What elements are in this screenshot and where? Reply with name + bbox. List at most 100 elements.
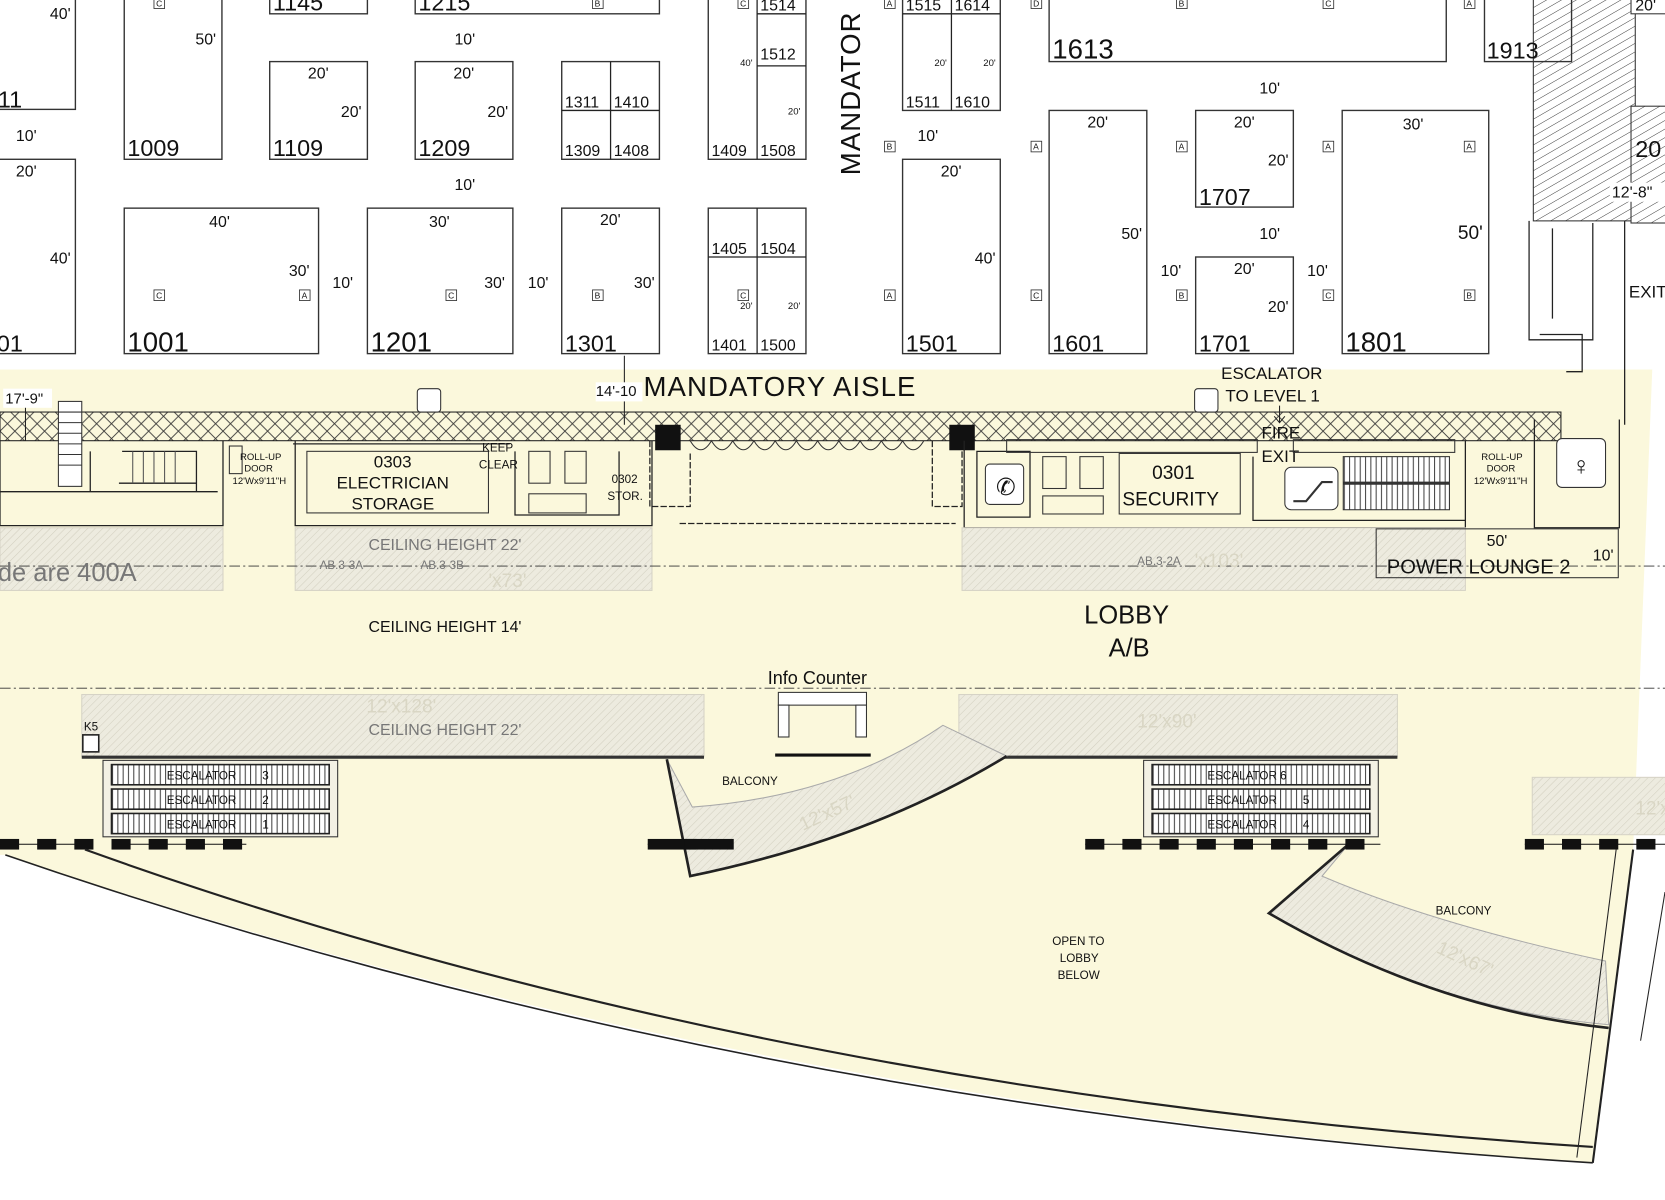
booth-1601[interactable]: 20' 50' 1601 — [1048, 109, 1148, 357]
open-to-lobby-1: OPEN TO — [1052, 935, 1104, 948]
booth-number: 1401 — [711, 337, 747, 354]
booth-number: 1409 — [711, 143, 747, 160]
escalator-label: ESCALATOR — [1207, 794, 1277, 807]
booth-1707[interactable]: 20' 20' 1707 — [1194, 109, 1295, 210]
escalator-number: 1 — [262, 818, 268, 831]
booth-1009[interactable]: 50' 1009 — [123, 0, 223, 161]
aisle-width: 10' — [1307, 263, 1328, 280]
booth-dimension: 20' — [1635, 0, 1656, 15]
booth-number: 1209 — [418, 135, 470, 161]
booth-marker-letter: C — [1033, 290, 1039, 300]
booth-marker-letter: B — [887, 142, 893, 152]
booth-marker-letter: B — [595, 0, 601, 8]
booth-number: 1701 — [1199, 331, 1251, 357]
booth-1011[interactable]: 40' 11 — [0, 0, 77, 112]
escalator-label: ESCALATOR — [1207, 818, 1277, 831]
booth-marker-letter: A — [1033, 142, 1039, 152]
booth-dimension: 30' — [289, 263, 310, 280]
booth-marker: C — [1322, 0, 1335, 9]
escalator-icon — [1284, 466, 1339, 511]
info-counter[interactable] — [775, 691, 871, 757]
power-lounge-2[interactable]: 50' 10' POWER LOUNGE 2 — [1375, 528, 1619, 579]
booth-dimension: 40' — [50, 250, 71, 267]
escalator-label: ESCALATOR — [167, 794, 237, 807]
booth-block-1515[interactable]: 1515 1614 20' 20' 1511 1610 — [901, 0, 1001, 111]
ceiling-band — [0, 527, 224, 591]
booth-number: 1504 — [760, 241, 796, 258]
aisle-width: 10' — [332, 275, 353, 292]
booth-number: 1301 — [565, 331, 617, 357]
booth-1301[interactable]: 20' 30' 1301 — [561, 207, 661, 357]
booth-number: 1614 — [955, 0, 991, 15]
ceiling-band — [961, 527, 1466, 591]
escalator-number: 2 — [262, 794, 268, 807]
room-0303-number: 0303 — [374, 452, 412, 471]
ceiling-height-14: CEILING HEIGHT 14' — [368, 619, 521, 636]
booth-marker: C — [153, 0, 166, 9]
booth-number: 1311 — [565, 94, 599, 111]
booth-dimension: 20' — [16, 163, 37, 180]
booth-1501[interactable]: 20' 40' 1501 — [901, 158, 1001, 357]
aisle-width: 10' — [917, 128, 938, 145]
booth-marker: C — [1322, 289, 1335, 301]
booth-block-1514[interactable]: 1514 1512 40' 20' 1409 1508 — [707, 0, 807, 160]
extinguisher-icon — [416, 388, 442, 413]
booth-marker: C — [737, 289, 750, 301]
booth-dimension: 20' — [941, 163, 962, 180]
band-size: 'x73' — [488, 571, 526, 592]
balcony-left-label: BALCONY — [722, 775, 778, 788]
booth-number: 1515 — [906, 0, 942, 15]
room-0301-name: SECURITY — [1122, 489, 1219, 510]
balcony-right-label: BALCONY — [1436, 904, 1492, 917]
booth-marker: D — [1030, 0, 1043, 9]
booth-1613[interactable]: 1613 — [1048, 0, 1447, 64]
kiosk-k5[interactable] — [82, 734, 100, 753]
aisle-width: 10' — [528, 275, 549, 292]
booth-grid: 40' 11 50' 1009 1145 1215 20' 20' 1109 2… — [0, 0, 1665, 425]
booth-marker: C — [737, 0, 750, 9]
booth-1201[interactable]: 30' 30' 1201 — [366, 207, 514, 358]
aisle-dimensions: 10' 10' 10' 10' 10' 10' 10' 10' 10' 10' — [16, 32, 1328, 292]
rollup-door-right-3: 12'Wx9'11"H — [1474, 476, 1528, 487]
booth-marker-letter: C — [1325, 290, 1331, 300]
booth-1001-left[interactable]: 20' 40' 01 — [0, 158, 77, 357]
booth-marker-letter: B — [595, 290, 601, 300]
booth-marker-letter: B — [1179, 0, 1185, 8]
booth-marker-letter: C — [740, 0, 746, 8]
booth-1145[interactable]: 1145 — [269, 0, 369, 16]
booth-block-1311[interactable]: 1311 1410 1309 1408 — [561, 60, 661, 161]
booth-number: 1613 — [1052, 33, 1113, 64]
booth-block-1405[interactable]: 1405 1504 20' 20' 1401 1500 — [707, 207, 807, 354]
booth-number: 1410 — [614, 94, 650, 111]
exit-label: EXIT — [1629, 282, 1665, 301]
kiosk-k5-label: K5 — [84, 721, 98, 734]
booth-number: 1009 — [127, 135, 179, 161]
booth-1701[interactable]: 20' 20' 1701 — [1194, 256, 1295, 357]
rollup-door-left-1: ROLL-UP — [240, 452, 281, 463]
booth-marker: B — [592, 289, 604, 301]
info-counter-label: Info Counter — [768, 668, 867, 688]
booth-1001[interactable]: 40' 30' 1001 — [123, 207, 320, 358]
booth-number: 1201 — [371, 327, 432, 358]
booth-1209[interactable]: 20' 20' 1209 — [414, 60, 514, 162]
fire-exit-label-1: FIRE — [1261, 424, 1300, 443]
booth-dimension: 50' — [195, 32, 216, 49]
booth-dimension: 20' — [934, 58, 947, 69]
booth-number: 1145 — [273, 0, 323, 16]
booth-1215[interactable]: 1215 — [414, 0, 661, 16]
booth-1109[interactable]: 20' 20' 1109 — [269, 60, 369, 162]
rollup-door-right-2: DOOR — [1487, 464, 1516, 475]
booth-dimension: 20' — [341, 104, 362, 121]
booth-marker: A — [299, 289, 311, 301]
booth-number: 1601 — [1052, 331, 1104, 357]
column-line — [0, 838, 1665, 850]
open-to-lobby-2: LOBBY — [1060, 952, 1099, 965]
phone-glyph: ✆ — [996, 474, 1016, 500]
booth-1913[interactable]: 1913 — [1483, 0, 1573, 63]
lobby-label-2: A/B — [1109, 634, 1150, 662]
booth-dimension: 20' — [1268, 299, 1289, 316]
